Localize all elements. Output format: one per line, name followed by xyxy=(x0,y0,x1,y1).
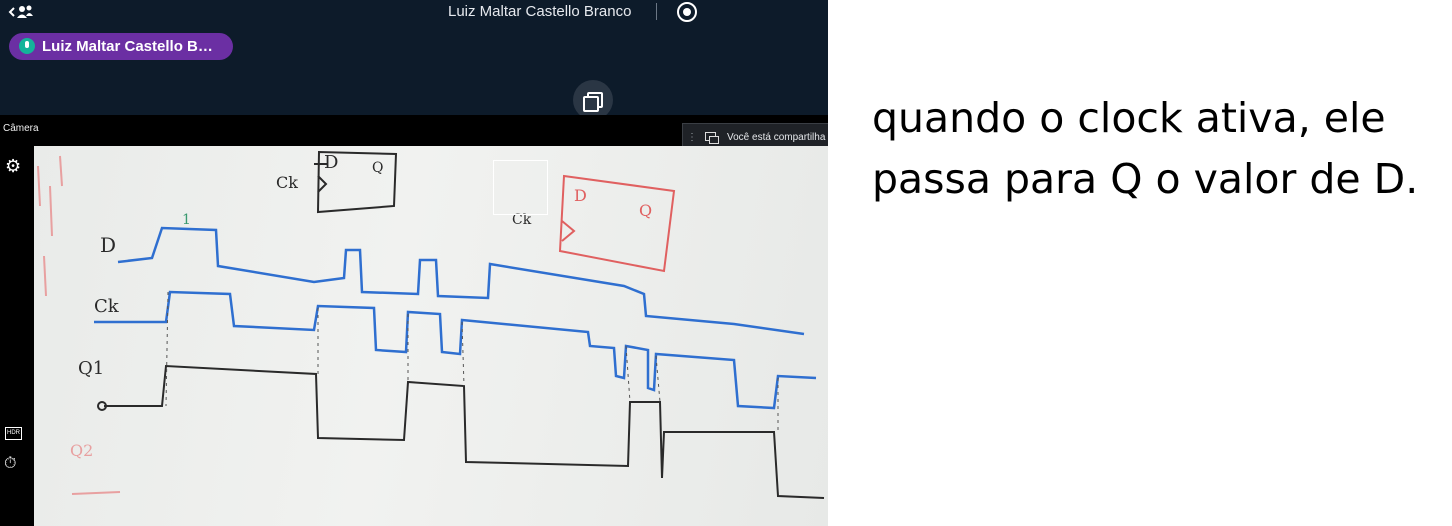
drag-handle-icon[interactable]: ⋮ xyxy=(687,132,697,143)
explanation-text: quando o clock ativa, ele passa para Q o… xyxy=(872,88,1442,210)
record-icon[interactable] xyxy=(677,2,697,22)
top-bar: Luiz Maltar Castello Branco Luiz Maltar … xyxy=(0,0,828,120)
flipflop-black xyxy=(314,150,398,214)
flipflop-q-label: Q xyxy=(372,160,383,176)
flipflop-ck-label: Ck xyxy=(276,173,298,192)
meeting-window: Luiz Maltar Castello Branco Luiz Maltar … xyxy=(0,0,828,526)
camera-sidebar xyxy=(0,146,34,526)
camera-label: Câmera xyxy=(3,123,39,134)
autofocus-box xyxy=(493,160,548,215)
popout-button[interactable] xyxy=(573,80,613,120)
red-margin-marks xyxy=(37,155,63,297)
sharing-text: Você está compartilha xyxy=(727,132,826,143)
marker-one: 1 xyxy=(182,212,191,228)
settings-icon[interactable]: ⚙ xyxy=(5,156,22,176)
red-ck-label: Ck xyxy=(512,212,532,228)
timing-diagram-drawing: D Q Ck D Q Ck D 1 Ck Q1 Q2 xyxy=(37,150,825,499)
people-icon xyxy=(8,5,33,18)
d-signal-label: D xyxy=(100,233,116,257)
clock-label: Ck xyxy=(94,296,120,317)
camera-video-whiteboard: D Q Ck D Q Ck D 1 Ck Q1 Q2 xyxy=(34,146,828,526)
caption-line-1: quando o clock ativa, ele xyxy=(872,94,1386,142)
q2-label: Q2 xyxy=(70,441,93,460)
flipflop-d-label: D xyxy=(324,152,338,173)
red-q-label: Q xyxy=(639,201,652,220)
red-d-label: D xyxy=(574,186,587,205)
microphone-icon xyxy=(19,38,35,54)
participants-button[interactable] xyxy=(8,2,40,22)
flipflop-red xyxy=(558,174,676,273)
speaker-name: Luiz Maltar Castello B… xyxy=(42,38,213,55)
popout-icon-front xyxy=(583,96,599,112)
share-screen-icon-front xyxy=(709,136,719,144)
meeting-title: Luiz Maltar Castello Branco xyxy=(448,3,632,20)
d-waveform xyxy=(117,226,805,336)
q1-start-node xyxy=(97,401,107,411)
q1-label: Q1 xyxy=(78,358,104,379)
clock-waveform xyxy=(94,290,817,410)
active-speaker-badge: Luiz Maltar Castello B… xyxy=(9,33,233,60)
divider xyxy=(656,3,657,20)
caption-line-2: passa para Q o valor de D. xyxy=(872,155,1419,203)
q1-waveform xyxy=(104,364,825,499)
sample-lines xyxy=(165,291,779,432)
timer-icon[interactable]: ⏱ xyxy=(4,455,17,472)
hdr-icon[interactable]: HDR xyxy=(5,427,22,440)
q2-line xyxy=(71,491,121,495)
